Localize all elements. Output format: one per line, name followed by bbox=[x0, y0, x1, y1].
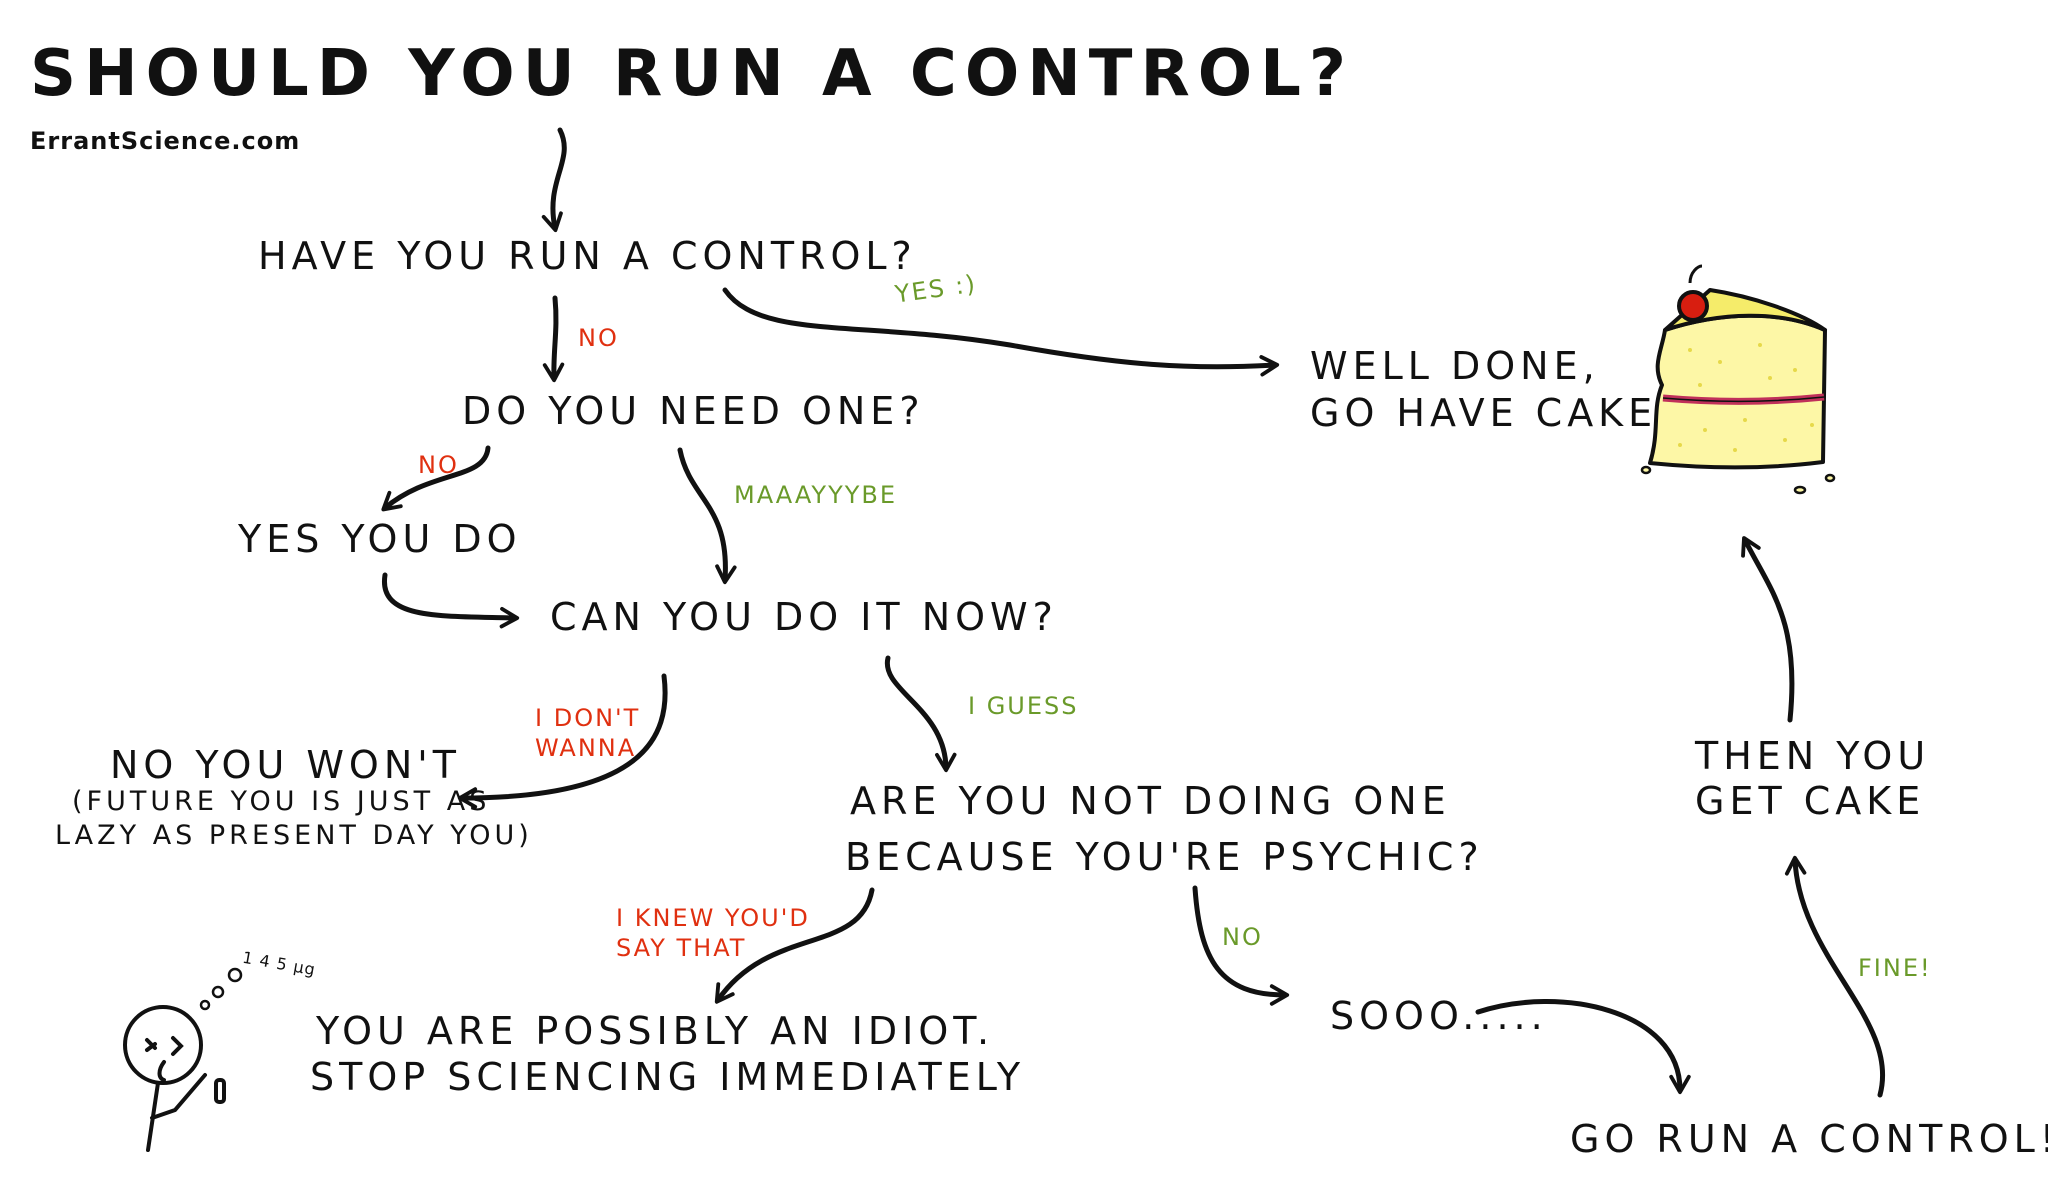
node-have-run: Have you run a control? bbox=[258, 234, 917, 278]
label-knew-line-1: I knew you'd bbox=[616, 904, 810, 932]
node-psychic-line-2: because you're psychic? bbox=[845, 835, 1484, 879]
node-idiot-line-2: Stop sciencing immediately bbox=[310, 1055, 1026, 1099]
arrow-i-guess-to-psychic bbox=[884, 655, 957, 773]
arrow-no-to-need-one bbox=[542, 295, 565, 383]
arrow-dont-wanna-to-no-you-wont bbox=[457, 673, 668, 809]
node-sooo: Sooo..... bbox=[1330, 994, 1548, 1038]
arrow-yes-to-well-done bbox=[722, 287, 1280, 377]
arrow-no-to-yes-you-do bbox=[381, 445, 491, 512]
arrow-sooo-to-go-run bbox=[1475, 999, 1691, 1095]
node-yes-you-do: Yes you do bbox=[238, 517, 522, 561]
stick-figure-icon bbox=[123, 967, 243, 1152]
label-no-have-run: No bbox=[578, 324, 619, 352]
node-psychic-line-1: Are you not doing one bbox=[850, 779, 1451, 823]
label-fine: Fine! bbox=[1858, 954, 1932, 982]
arrow-knew-to-idiot bbox=[714, 887, 875, 1004]
node-idiot-line-1: You are possibly an idiot. bbox=[316, 1009, 995, 1053]
arrow-maybe-to-do-it-now bbox=[677, 447, 737, 585]
label-knew-line-2: say that bbox=[616, 934, 747, 962]
node-no-you-wont: No you won't bbox=[110, 743, 461, 787]
arrow-no-to-sooo bbox=[1192, 885, 1290, 1006]
label-i-guess: I guess bbox=[968, 692, 1079, 720]
label-maybe: Maaayyybe bbox=[734, 481, 898, 509]
node-do-it-now: Can you do it now? bbox=[550, 595, 1058, 639]
cake-slice-icon bbox=[1640, 264, 1836, 495]
label-dont-wanna-line-1: I don't bbox=[535, 704, 641, 732]
arrow-title-to-have-run bbox=[541, 127, 567, 233]
label-no-psychic: No bbox=[1222, 923, 1263, 951]
label-dont-wanna-line-2: wanna bbox=[535, 734, 637, 762]
arrow-fine-to-then-cake bbox=[1784, 855, 1886, 1098]
source-credit: ErrantScience.com bbox=[30, 127, 301, 155]
page-title: Should you run a control? bbox=[30, 37, 1355, 111]
node-future-you-line-1: (future you is just as bbox=[72, 786, 491, 817]
arrow-then-cake-to-cake bbox=[1741, 536, 1795, 723]
node-well-done-line-2: go have cake bbox=[1310, 391, 1658, 435]
node-then-cake-line-2: get cake bbox=[1695, 779, 1926, 823]
label-no-need-one: No bbox=[418, 451, 459, 479]
node-need-one: Do you need one? bbox=[462, 389, 925, 433]
node-then-cake-line-1: Then you bbox=[1695, 734, 1931, 778]
node-future-you-line-2: lazy as present day you) bbox=[55, 820, 533, 851]
arrow-yes-you-do-to-do-it-now bbox=[382, 572, 520, 629]
node-go-run-control: Go run a control!! bbox=[1570, 1117, 2048, 1161]
node-well-done-line-1: Well done, bbox=[1310, 344, 1600, 388]
